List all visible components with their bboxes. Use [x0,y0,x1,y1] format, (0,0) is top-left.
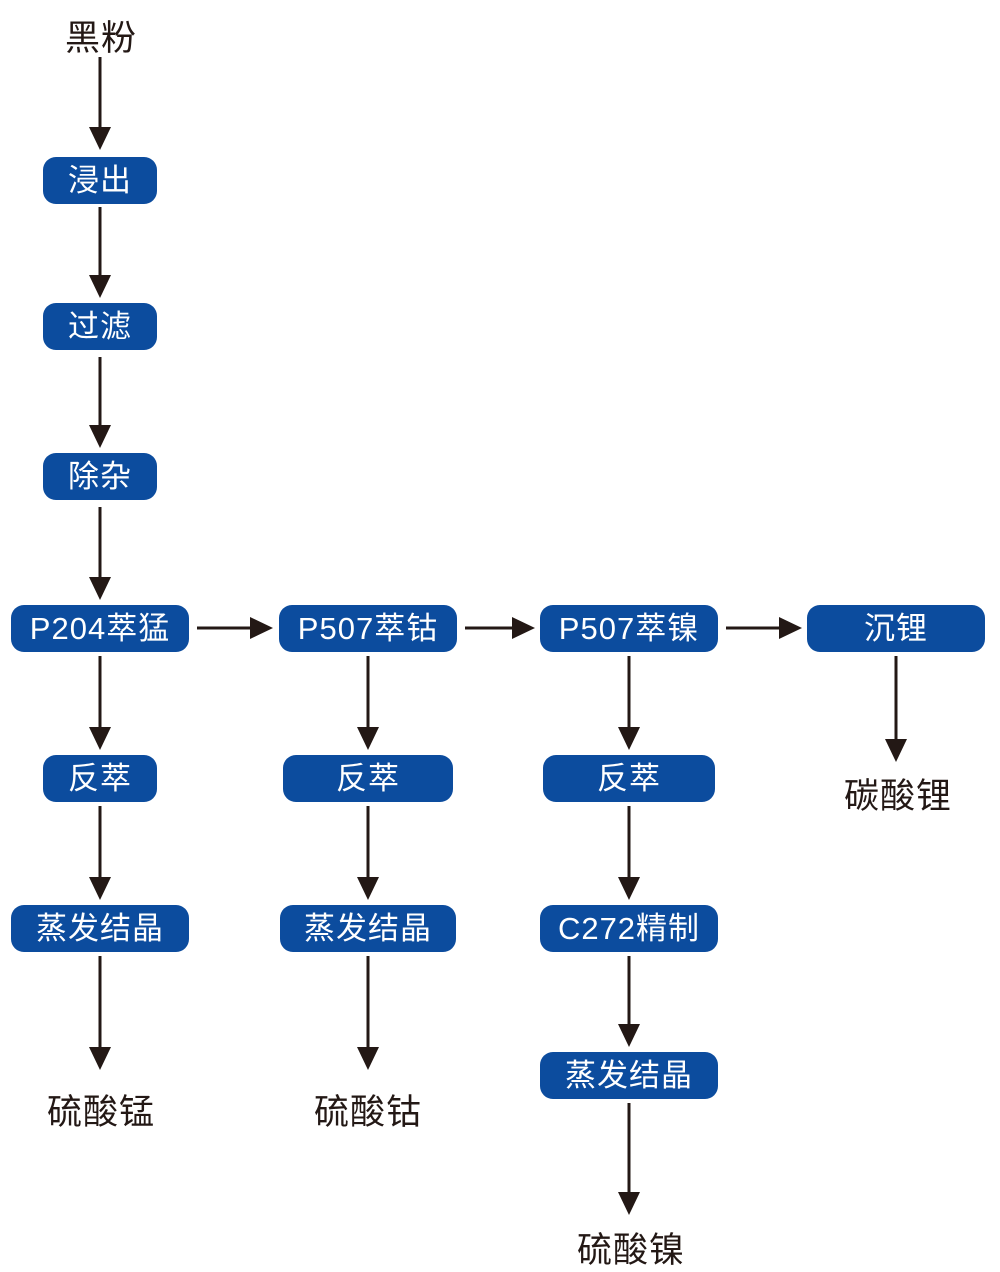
arrow-p507co-to-p507ni [465,617,535,639]
arrow-c272-to-evaporation-ni [618,956,640,1047]
arrow-evaporation-to-ni-sulfate [618,1103,640,1215]
arrow-source-to-leaching [89,57,111,150]
arrow-impurity-removal-to-p204 [89,507,111,600]
label-black-mass: 黑粉 [64,19,138,58]
arrow-p507ni-to-stripping [618,656,640,750]
node-filtration: 过滤 [43,303,157,350]
node-stripping-ni: 反萃 [543,755,715,802]
label-cobalt-sulfate: 硫酸钴 [313,1093,423,1132]
node-evaporation-crystallization-co: 蒸发结晶 [280,905,456,952]
arrow-stripping-to-evaporation-mn [89,806,111,900]
node-p204-extract-mn: P204萃猛 [11,605,189,652]
arrow-evaporation-to-co-sulfate [357,956,379,1070]
arrow-p204-to-p507co [197,617,273,639]
node-leaching: 浸出 [43,157,157,204]
arrow-evaporation-to-mn-sulfate [89,956,111,1070]
node-evaporation-crystallization-mn: 蒸发结晶 [11,905,189,952]
node-stripping-mn: 反萃 [43,755,157,802]
arrow-p507co-to-stripping [357,656,379,750]
node-p507-extract-co: P507萃钴 [279,605,457,652]
arrow-p204-to-stripping [89,656,111,750]
arrow-leaching-to-filtration [89,207,111,298]
label-lithium-carbonate: 碳酸锂 [843,777,953,816]
arrow-filtration-to-impurity-removal [89,357,111,448]
arrow-p507ni-to-li-precipitation [726,617,802,639]
node-stripping-co: 反萃 [283,755,453,802]
label-manganese-sulfate: 硫酸锰 [46,1093,156,1132]
node-evaporation-crystallization-ni: 蒸发结晶 [540,1052,718,1099]
node-li-precipitation: 沉锂 [807,605,985,652]
node-impurity-removal: 除杂 [43,453,157,500]
arrow-stripping-to-c272 [618,806,640,900]
node-c272-refining: C272精制 [540,905,718,952]
label-nickel-sulfate: 硫酸镍 [576,1231,686,1270]
node-p507-extract-ni: P507萃镍 [540,605,718,652]
arrow-li-precipitation-to-li-carbonate [885,656,907,762]
arrow-stripping-to-evaporation-co [357,806,379,900]
